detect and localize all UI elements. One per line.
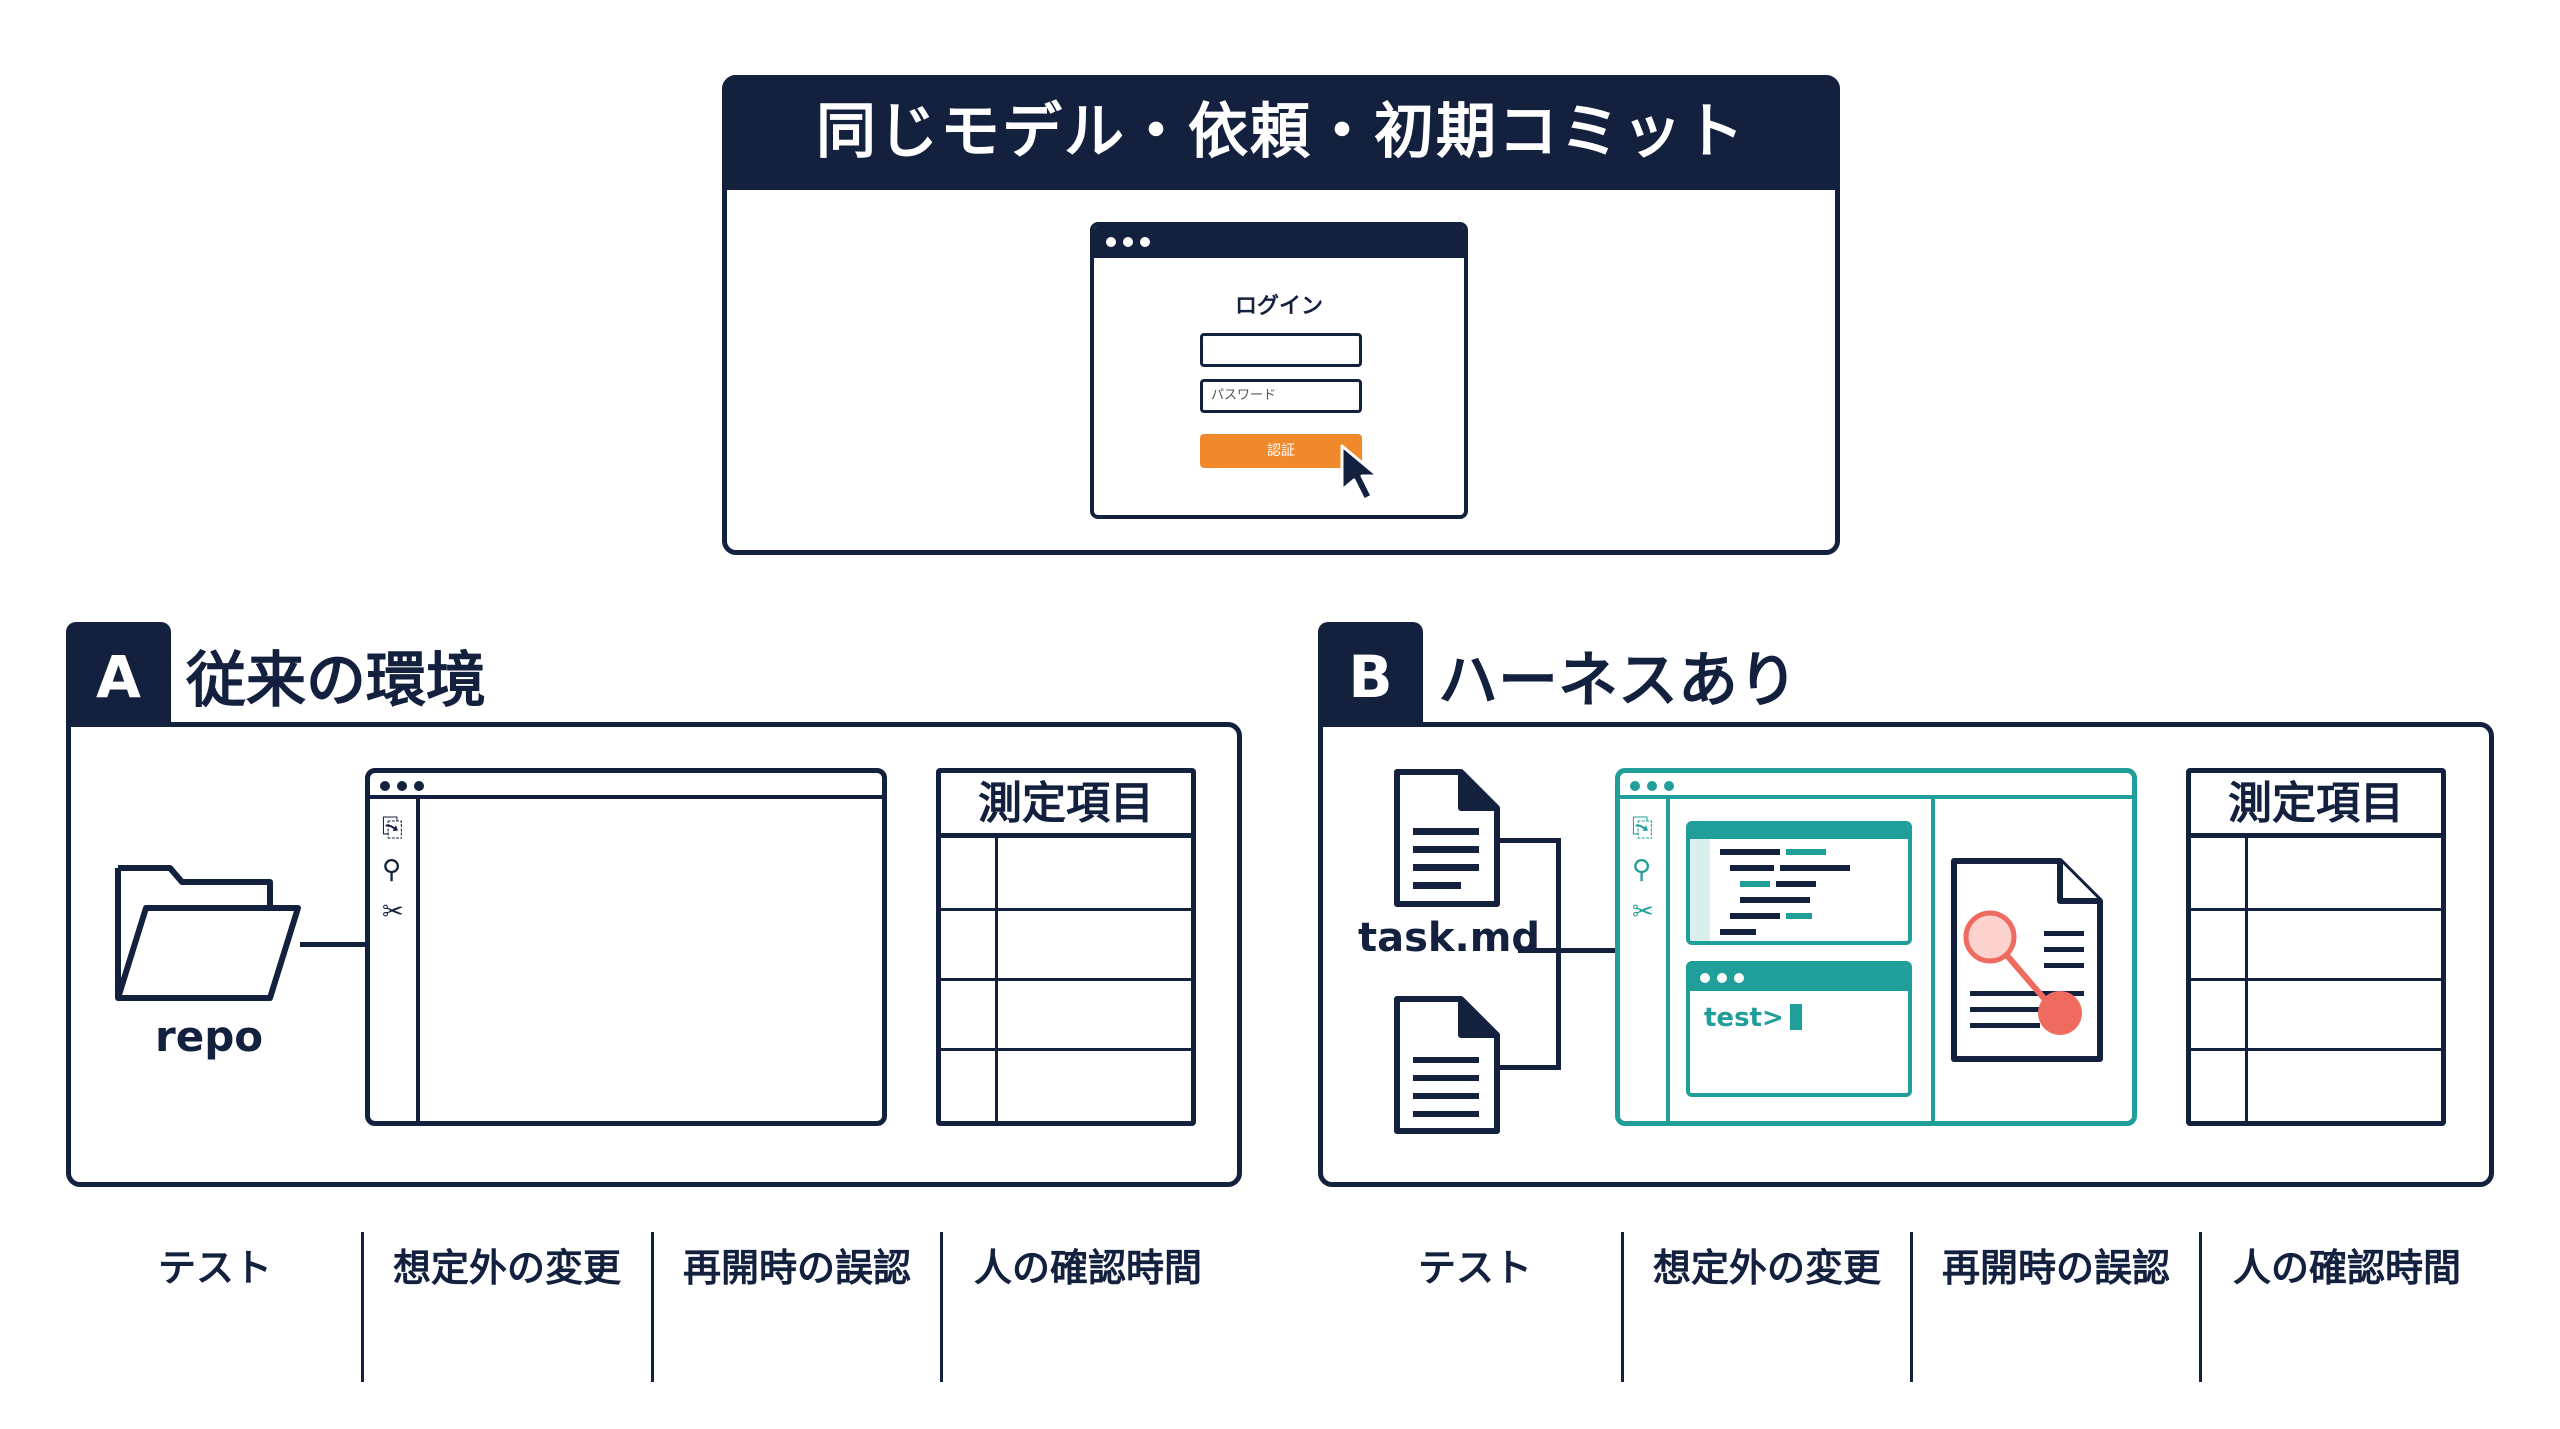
section-a-tag: A <box>66 622 171 727</box>
window-titlebar <box>1620 773 2132 799</box>
task-file-label: task.md <box>1358 915 1541 961</box>
table-row <box>2191 908 2441 911</box>
tools-icon[interactable]: ✂ <box>382 897 404 927</box>
review-document-icon <box>1951 858 2103 1062</box>
window-titlebar <box>1094 226 1464 258</box>
files-icon[interactable]: ⎘ <box>382 813 403 843</box>
metric-divider <box>361 1232 364 1382</box>
table-row <box>2191 978 2441 981</box>
window-dots <box>1630 781 1674 791</box>
metric-a-resume-error: 再開時の誤認 <box>682 1246 911 1290</box>
metric-b-test: テスト <box>1417 1246 1532 1290</box>
table-row <box>941 978 1191 981</box>
editor-sidebar <box>370 799 420 1121</box>
measure-table-a: 測定項目 <box>936 768 1196 1126</box>
tools-icon[interactable]: ✂ <box>1632 897 1654 927</box>
password-placeholder: パスワード <box>1211 388 1277 403</box>
window-dots <box>1700 973 1744 983</box>
code-gutter <box>1690 839 1710 941</box>
login-window: ログイン パスワード 認証 <box>1090 222 1468 519</box>
username-field[interactable] <box>1200 333 1362 367</box>
pane-divider <box>1931 799 1935 1121</box>
folder-label: repo <box>155 1012 264 1061</box>
login-title: ログイン <box>1234 294 1323 319</box>
section-a-title: 従来の環境 <box>186 646 486 716</box>
password-field[interactable]: パスワード <box>1200 379 1362 413</box>
measure-table-title: 測定項目 <box>941 773 1191 838</box>
code-editor-pane <box>1686 821 1912 945</box>
code-pane-header <box>1690 825 1908 839</box>
doc-connector <box>1556 838 1561 1070</box>
files-icon[interactable]: ⎘ <box>1632 813 1653 843</box>
section-b-title: ハーネスあり <box>1438 646 1798 716</box>
metric-b-review-time: 人の確認時間 <box>2232 1246 2461 1290</box>
table-row <box>941 908 1191 911</box>
terminal-cursor <box>1789 1004 1802 1030</box>
metric-b-resume-error: 再開時の誤認 <box>1941 1246 2170 1290</box>
folder-connector <box>300 942 366 947</box>
terminal-pane: test> <box>1686 961 1912 1097</box>
metric-divider <box>2199 1232 2202 1382</box>
window-dots <box>380 781 424 791</box>
editor-sidebar <box>1620 799 1670 1121</box>
table-row <box>2191 1048 2441 1051</box>
task-document-icon <box>1394 769 1500 907</box>
metric-b-unexpected-change: 想定外の変更 <box>1652 1246 1881 1290</box>
window-titlebar <box>370 773 882 799</box>
metric-a-unexpected-change: 想定外の変更 <box>392 1246 621 1290</box>
page-title: 同じモデル・依頼・初期コミット <box>722 75 1840 190</box>
metric-divider <box>1910 1232 1913 1382</box>
cursor-arrow-icon <box>1340 444 1380 502</box>
measure-table-b: 測定項目 <box>2186 768 2446 1126</box>
measure-table-title: 測定項目 <box>2191 773 2441 838</box>
search-icon[interactable]: ⚲ <box>1632 855 1652 885</box>
table-row <box>941 1048 1191 1051</box>
doc-connector <box>1500 838 1560 843</box>
section-b-tag: B <box>1318 622 1423 727</box>
login-button-label: 認証 <box>1267 443 1295 459</box>
login-button[interactable]: 認証 <box>1200 434 1362 468</box>
doc-connector <box>1518 948 1618 953</box>
harness-window: ⎘ ⚲ ✂ test> <box>1615 768 2137 1126</box>
terminal-prompt[interactable]: test> <box>1704 1003 1802 1033</box>
folder-icon <box>115 865 301 1001</box>
code-lines-icon <box>1720 849 1850 935</box>
document-icon <box>1394 996 1500 1134</box>
terminal-titlebar <box>1690 965 1908 991</box>
search-icon[interactable]: ⚲ <box>382 855 402 885</box>
window-dots <box>1106 237 1150 247</box>
metric-a-review-time: 人の確認時間 <box>973 1246 1202 1290</box>
editor-window-a: ⎘ ⚲ ✂ <box>365 768 887 1126</box>
metric-divider <box>651 1232 654 1382</box>
metric-divider <box>1621 1232 1624 1382</box>
metric-divider <box>940 1232 943 1382</box>
metric-a-test: テスト <box>157 1246 272 1290</box>
terminal-prompt-text: test> <box>1704 1003 1784 1033</box>
doc-connector <box>1500 1065 1560 1070</box>
